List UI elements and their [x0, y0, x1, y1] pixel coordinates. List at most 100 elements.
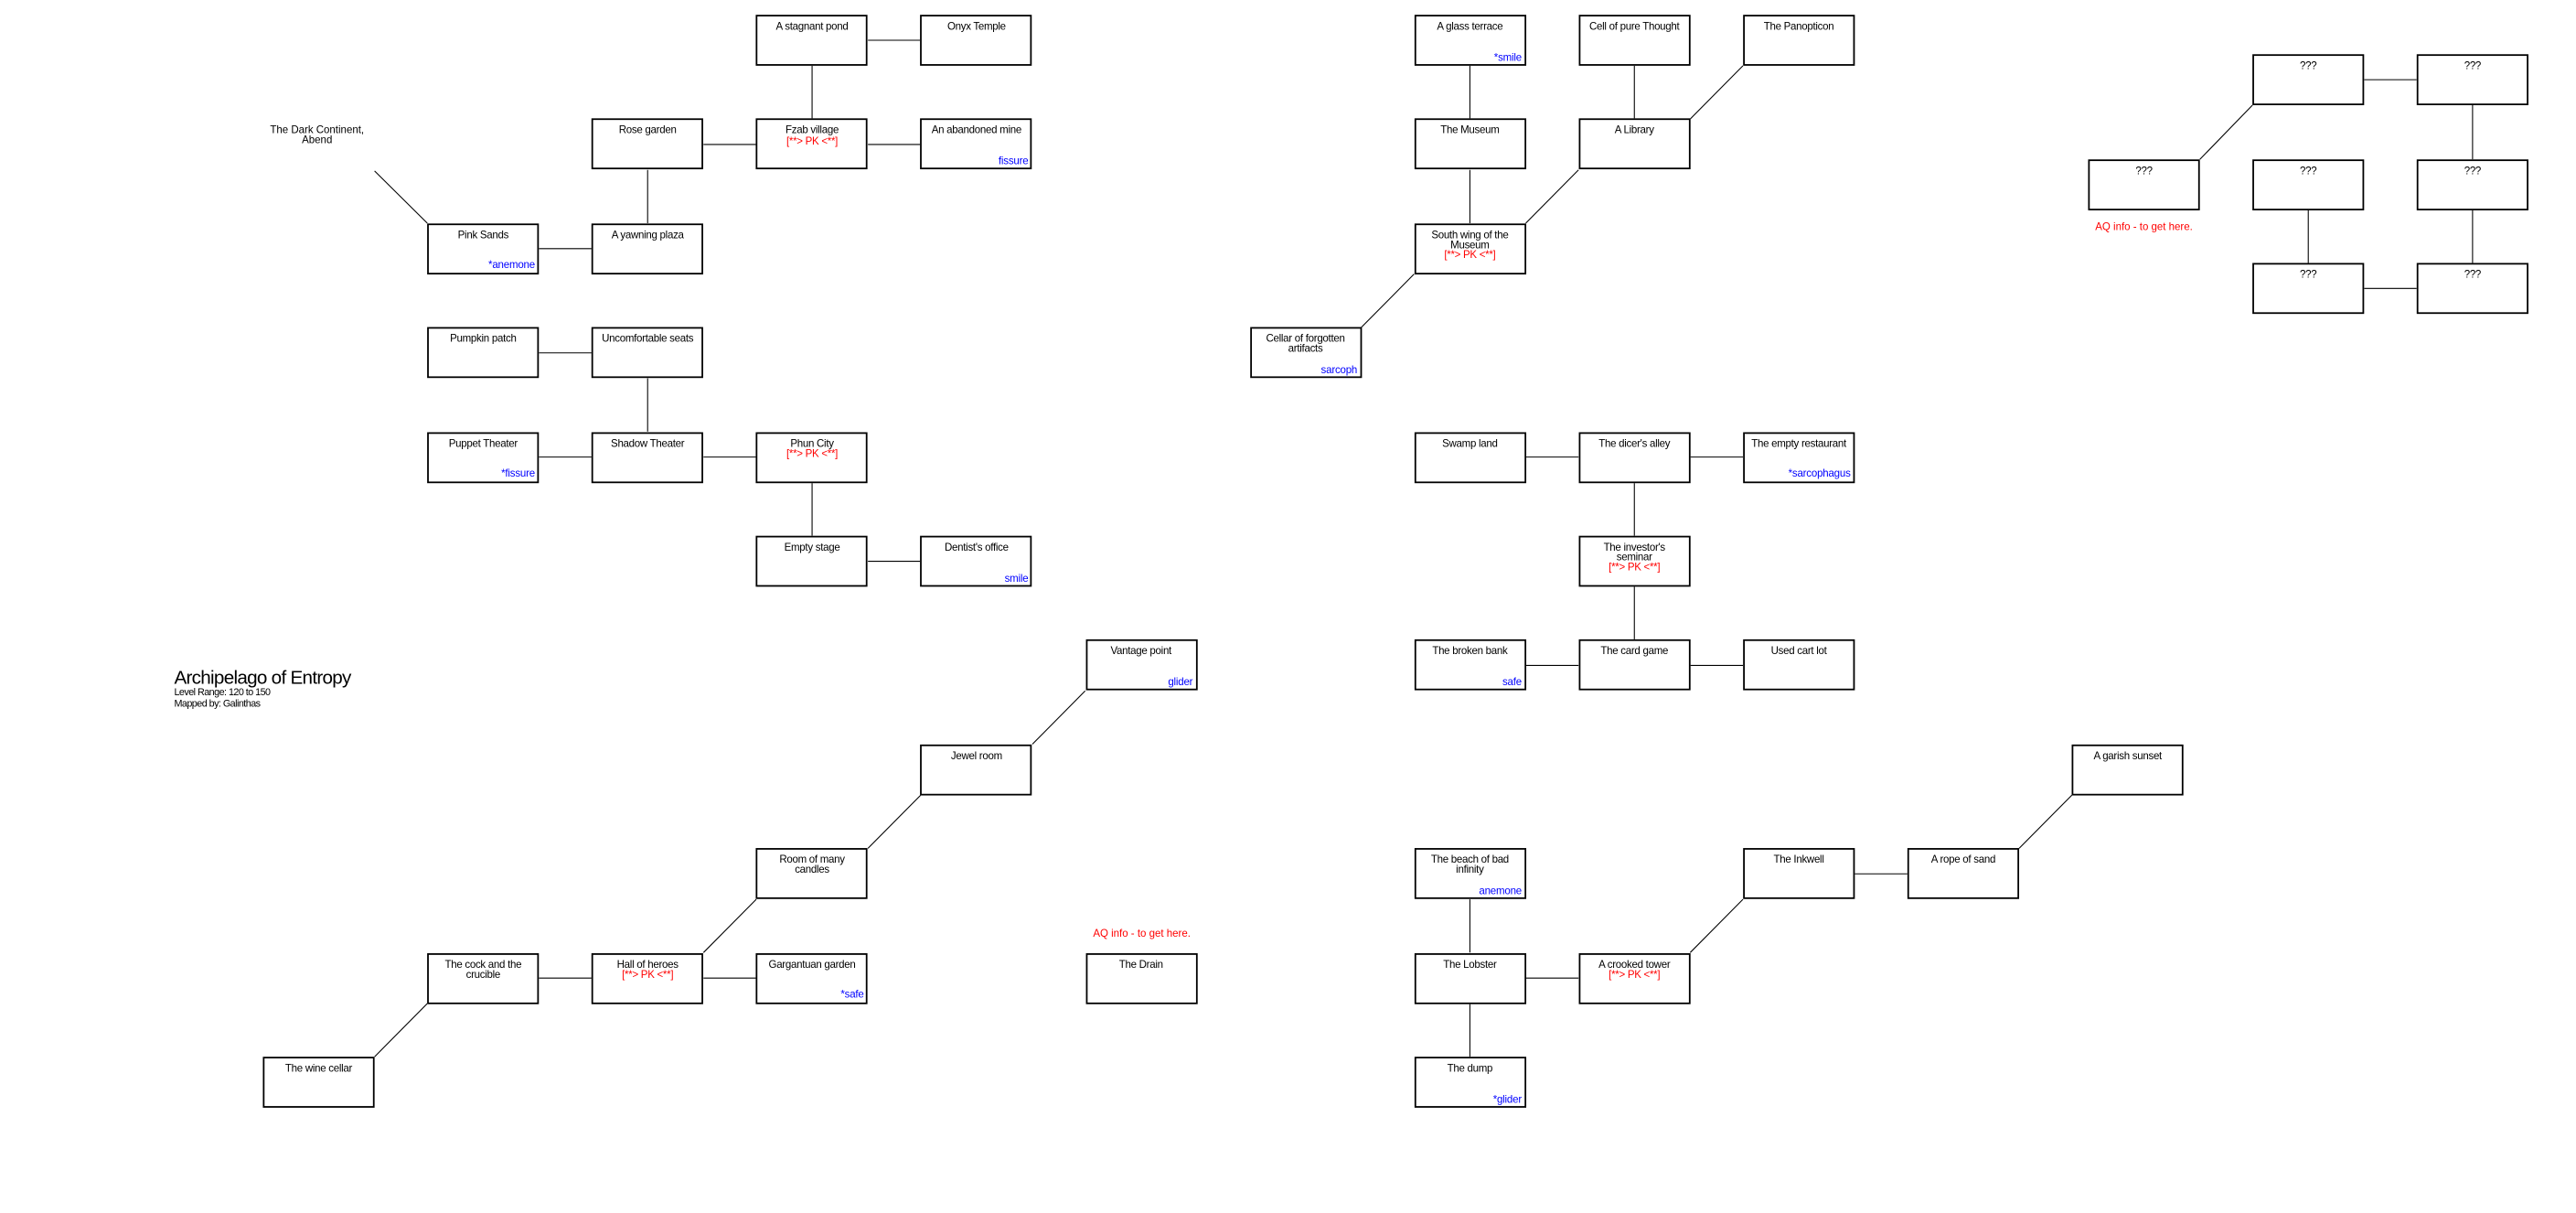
room-name-text: A crooked tower	[1598, 959, 1671, 971]
room-box[interactable]: Rose garden	[592, 119, 704, 170]
room-name: A crooked tower[**> PK <**]	[1585, 959, 1683, 981]
room-name: A Library	[1585, 126, 1683, 137]
room-name-text: Onyx Temple	[946, 21, 1006, 33]
room-box[interactable]: A yawning plaza	[592, 222, 704, 274]
aq-info-note: AQ info - to get here.	[1093, 929, 1191, 940]
room-box[interactable]: The investor's seminar[**> PK <**]	[1578, 535, 1691, 587]
room-box[interactable]: The dump*glider	[1414, 1057, 1526, 1108]
room-box[interactable]: ???	[2252, 263, 2365, 315]
room-box[interactable]: ???	[2416, 159, 2528, 210]
room-name: The dump	[1420, 1063, 1519, 1075]
room-tag: glider	[1168, 677, 1193, 689]
room-box[interactable]: Phun City[**> PK <**]	[755, 431, 869, 483]
room-box[interactable]: Used cart lot	[1742, 639, 1855, 692]
room-name-text: A garish sunset	[2093, 750, 2163, 763]
room-box[interactable]: Room of many candles	[755, 848, 869, 900]
room-box[interactable]: South wing of the Museum[**> PK <**]	[1414, 222, 1526, 274]
room-name: The cock and the crucible	[433, 960, 532, 981]
room-box[interactable]: Gargantuan garden*safe	[755, 952, 869, 1004]
room-name: The Museum	[1420, 126, 1519, 137]
room-name: The card game	[1585, 647, 1683, 659]
room-box[interactable]: Pumpkin patch	[427, 327, 540, 379]
room-box[interactable]: The empty restaurant*sarcophagus	[1742, 431, 1855, 483]
room-box[interactable]: Fzab village[**> PK <**]	[755, 119, 869, 170]
room-box[interactable]: The Inkwell	[1742, 848, 1855, 900]
room-name: ???	[2259, 61, 2357, 72]
room-name: The Drain	[1092, 959, 1191, 971]
room-box[interactable]: Shadow Theater	[592, 431, 704, 483]
room-box[interactable]: Swamp land	[1414, 431, 1526, 483]
room-box[interactable]: The wine cellar	[262, 1057, 375, 1108]
room-name-text: Swamp land	[1442, 437, 1498, 450]
room-box[interactable]: A Library	[1578, 119, 1691, 170]
connection-line	[1525, 169, 1579, 224]
room-name-text: A rope of sand	[1930, 854, 1996, 867]
room-box[interactable]: The Museum	[1414, 119, 1526, 170]
room-box[interactable]: A garish sunset	[2071, 744, 2184, 796]
room-box[interactable]: A stagnant pond	[755, 15, 869, 66]
room-name-text: The Lobster	[1443, 959, 1497, 971]
pk-flag: [**> PK <**]	[1444, 250, 1496, 263]
room-name: Room of many candles	[763, 855, 861, 876]
room-tag: anemone	[1479, 885, 1522, 897]
room-name-text: ???	[2464, 269, 2482, 282]
room-name-text: The dicer's alley	[1598, 437, 1671, 450]
room-name: Fzab village[**> PK <**]	[763, 126, 861, 147]
room-box[interactable]: A glass terrace*smile	[1414, 15, 1526, 66]
room-name-text: Vantage point	[1110, 646, 1172, 659]
room-box[interactable]: Empty stage	[755, 535, 869, 587]
room-box[interactable]: A rope of sand	[1907, 848, 2020, 900]
room-name: Shadow Theater	[598, 439, 697, 450]
room-box[interactable]: Puppet Theater*fissure	[427, 431, 540, 483]
room-box[interactable]: Vantage point glider	[1085, 639, 1197, 692]
room-name-text: The Drain	[1118, 959, 1163, 971]
room-name-text: An abandoned mine	[931, 125, 1021, 137]
room-box[interactable]: The cock and the crucible	[427, 952, 540, 1004]
connection-line	[1361, 274, 1415, 328]
room-name: ???	[2095, 166, 2194, 177]
pk-flag: [**> PK <**]	[622, 969, 674, 982]
room-box[interactable]: The Lobster	[1414, 952, 1526, 1004]
room-name: Empty stage	[763, 542, 861, 554]
connection-line	[1689, 65, 1744, 120]
room-box[interactable]: The Drain	[1085, 952, 1197, 1004]
room-box[interactable]: ???	[2088, 159, 2200, 210]
room-box[interactable]: Jewel room	[920, 744, 1032, 796]
aq-info-note: AQ info - to get here.	[2095, 221, 2193, 234]
room-box[interactable]: The dicer's alley	[1578, 431, 1691, 483]
room-box[interactable]: The card game	[1578, 639, 1691, 692]
room-name: Pumpkin patch	[433, 335, 532, 346]
room-name: Cell of pure Thought	[1585, 22, 1683, 33]
room-name-text: Used cart lot	[1770, 646, 1827, 659]
map-legend: Archipelago of Entropy Level Range: 120 …	[174, 669, 351, 712]
room-name: Cellar of forgotten artifacts	[1256, 334, 1355, 356]
room-box[interactable]: ???	[2416, 263, 2528, 315]
room-box[interactable]: Cell of pure Thought	[1578, 15, 1691, 66]
room-box[interactable]: Uncomfortable seats	[592, 327, 704, 379]
room-name-text: The Inkwell	[1773, 854, 1824, 867]
room-name: The dicer's alley	[1585, 437, 1683, 450]
room-name: ???	[2423, 269, 2522, 282]
room-box[interactable]: The Panopticon	[1742, 15, 1855, 66]
connection-line	[374, 1003, 428, 1057]
room-name: Uncomfortable seats	[598, 334, 697, 346]
room-box[interactable]: ???	[2252, 159, 2365, 210]
room-name-text: ???	[2464, 60, 2482, 73]
room-box[interactable]: ???	[2416, 54, 2528, 105]
room-name-text: The dump	[1447, 1063, 1493, 1075]
room-name-text: Rose garden	[618, 125, 677, 137]
connection-line	[702, 898, 757, 953]
room-box[interactable]: A crooked tower[**> PK <**]	[1578, 952, 1691, 1004]
room-box[interactable]: Onyx Temple	[920, 15, 1032, 66]
room-box[interactable]: Pink Sands*anemone	[427, 222, 540, 274]
room-name: A rope of sand	[1914, 854, 2013, 867]
room-box[interactable]: ???	[2252, 54, 2365, 105]
room-name-text: Uncomfortable seats	[602, 334, 694, 346]
room-name: The wine cellar	[270, 1064, 369, 1075]
room-box[interactable]: Hall of heroes[**> PK <**]	[592, 952, 704, 1004]
